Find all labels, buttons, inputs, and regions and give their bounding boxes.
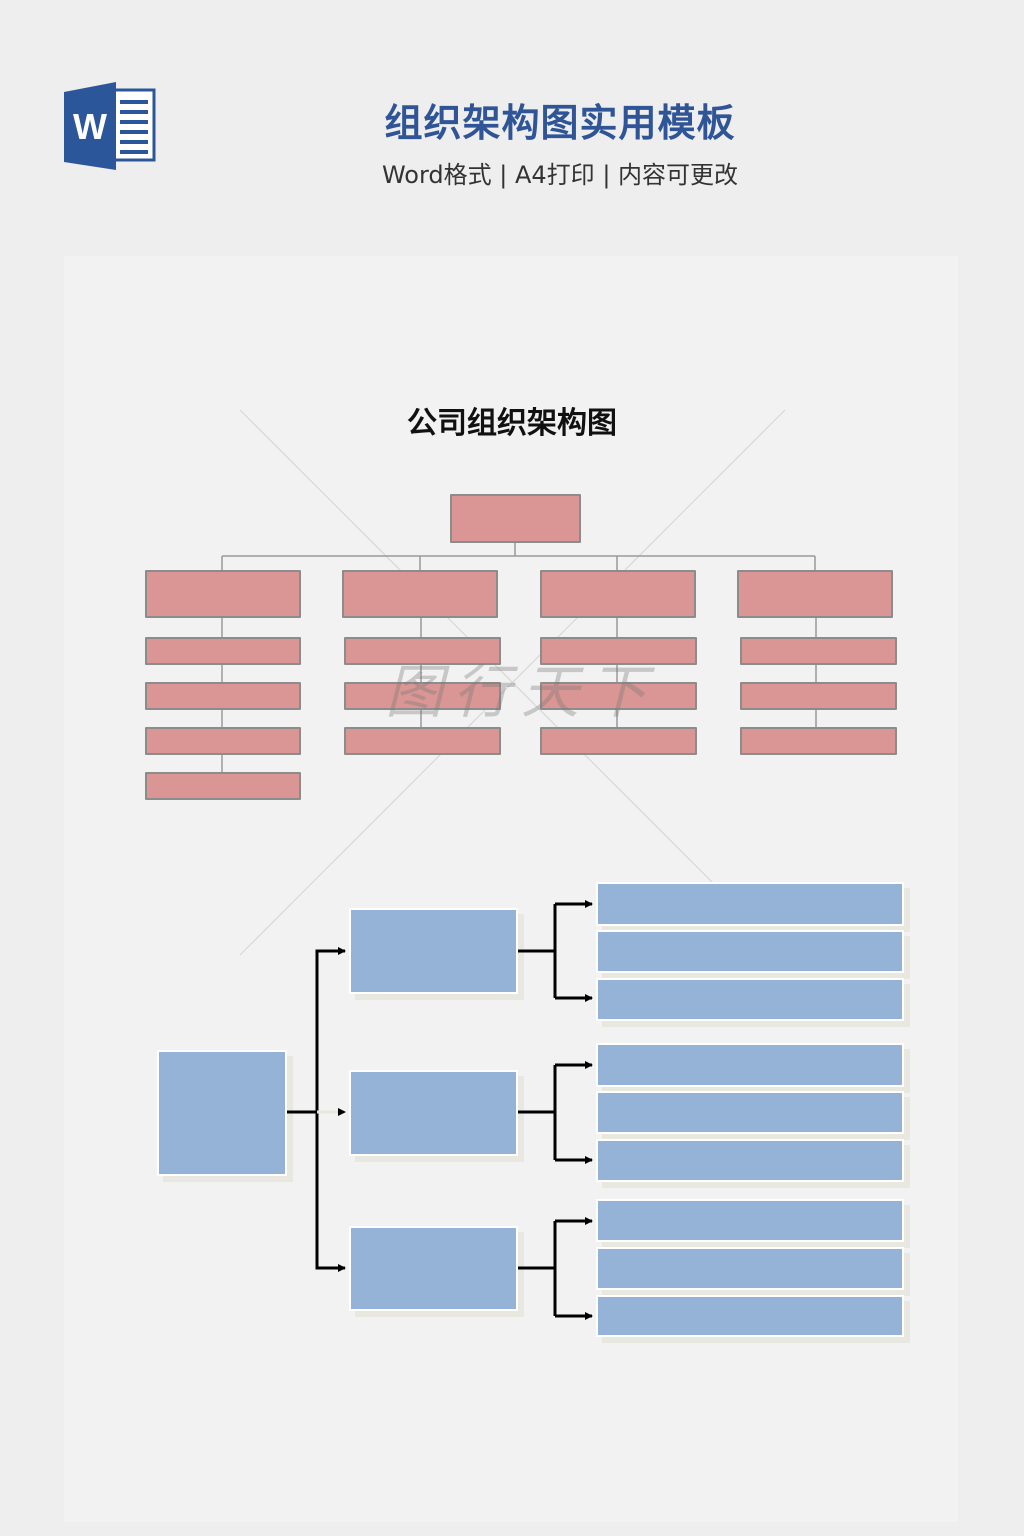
tree-leaf-box: [596, 1199, 904, 1242]
tree-mid-box: [349, 908, 518, 994]
document-title: 公司组织架构图: [407, 406, 617, 441]
svg-text:W: W: [73, 106, 107, 147]
tree-leaf-box: [596, 1043, 904, 1087]
org-box-dept: [540, 570, 696, 618]
tree-leaf-box: [596, 882, 904, 926]
page-subtitle: Word格式 | A4打印 | 内容可更改: [381, 161, 739, 189]
org-box-sub: [145, 772, 301, 800]
tree-leaf-box: [596, 1247, 904, 1290]
org-box-sub: [344, 727, 501, 755]
org-box-sub: [344, 637, 501, 665]
tree-mid-box: [349, 1070, 518, 1156]
org-box-sub: [344, 682, 501, 710]
org-box-sub: [740, 682, 897, 710]
org-box-sub: [540, 682, 697, 710]
word-icon: W: [64, 82, 156, 170]
org-box-ceo: [450, 494, 581, 543]
org-box-sub: [145, 727, 301, 755]
org-box-dept: [342, 570, 498, 618]
org-box-dept: [737, 570, 893, 618]
org-box-sub: [740, 637, 897, 665]
tree-leaf-box: [596, 1091, 904, 1134]
org-box-sub: [145, 682, 301, 710]
org-box-sub: [540, 637, 697, 665]
tree-mid-box: [349, 1226, 518, 1311]
tree-leaf-box: [596, 978, 904, 1021]
tree-root-box: [157, 1050, 287, 1176]
tree-leaf-box: [596, 1139, 904, 1182]
org-box-sub: [740, 727, 897, 755]
org-box-sub: [145, 637, 301, 665]
tree-leaf-box: [596, 1295, 904, 1337]
tree-leaf-box: [596, 930, 904, 973]
org-box-sub: [540, 727, 697, 755]
page-title: 组织架构图实用模板: [384, 101, 736, 145]
org-box-dept: [145, 570, 301, 618]
watermark-logo: 图行天下: [385, 658, 658, 726]
